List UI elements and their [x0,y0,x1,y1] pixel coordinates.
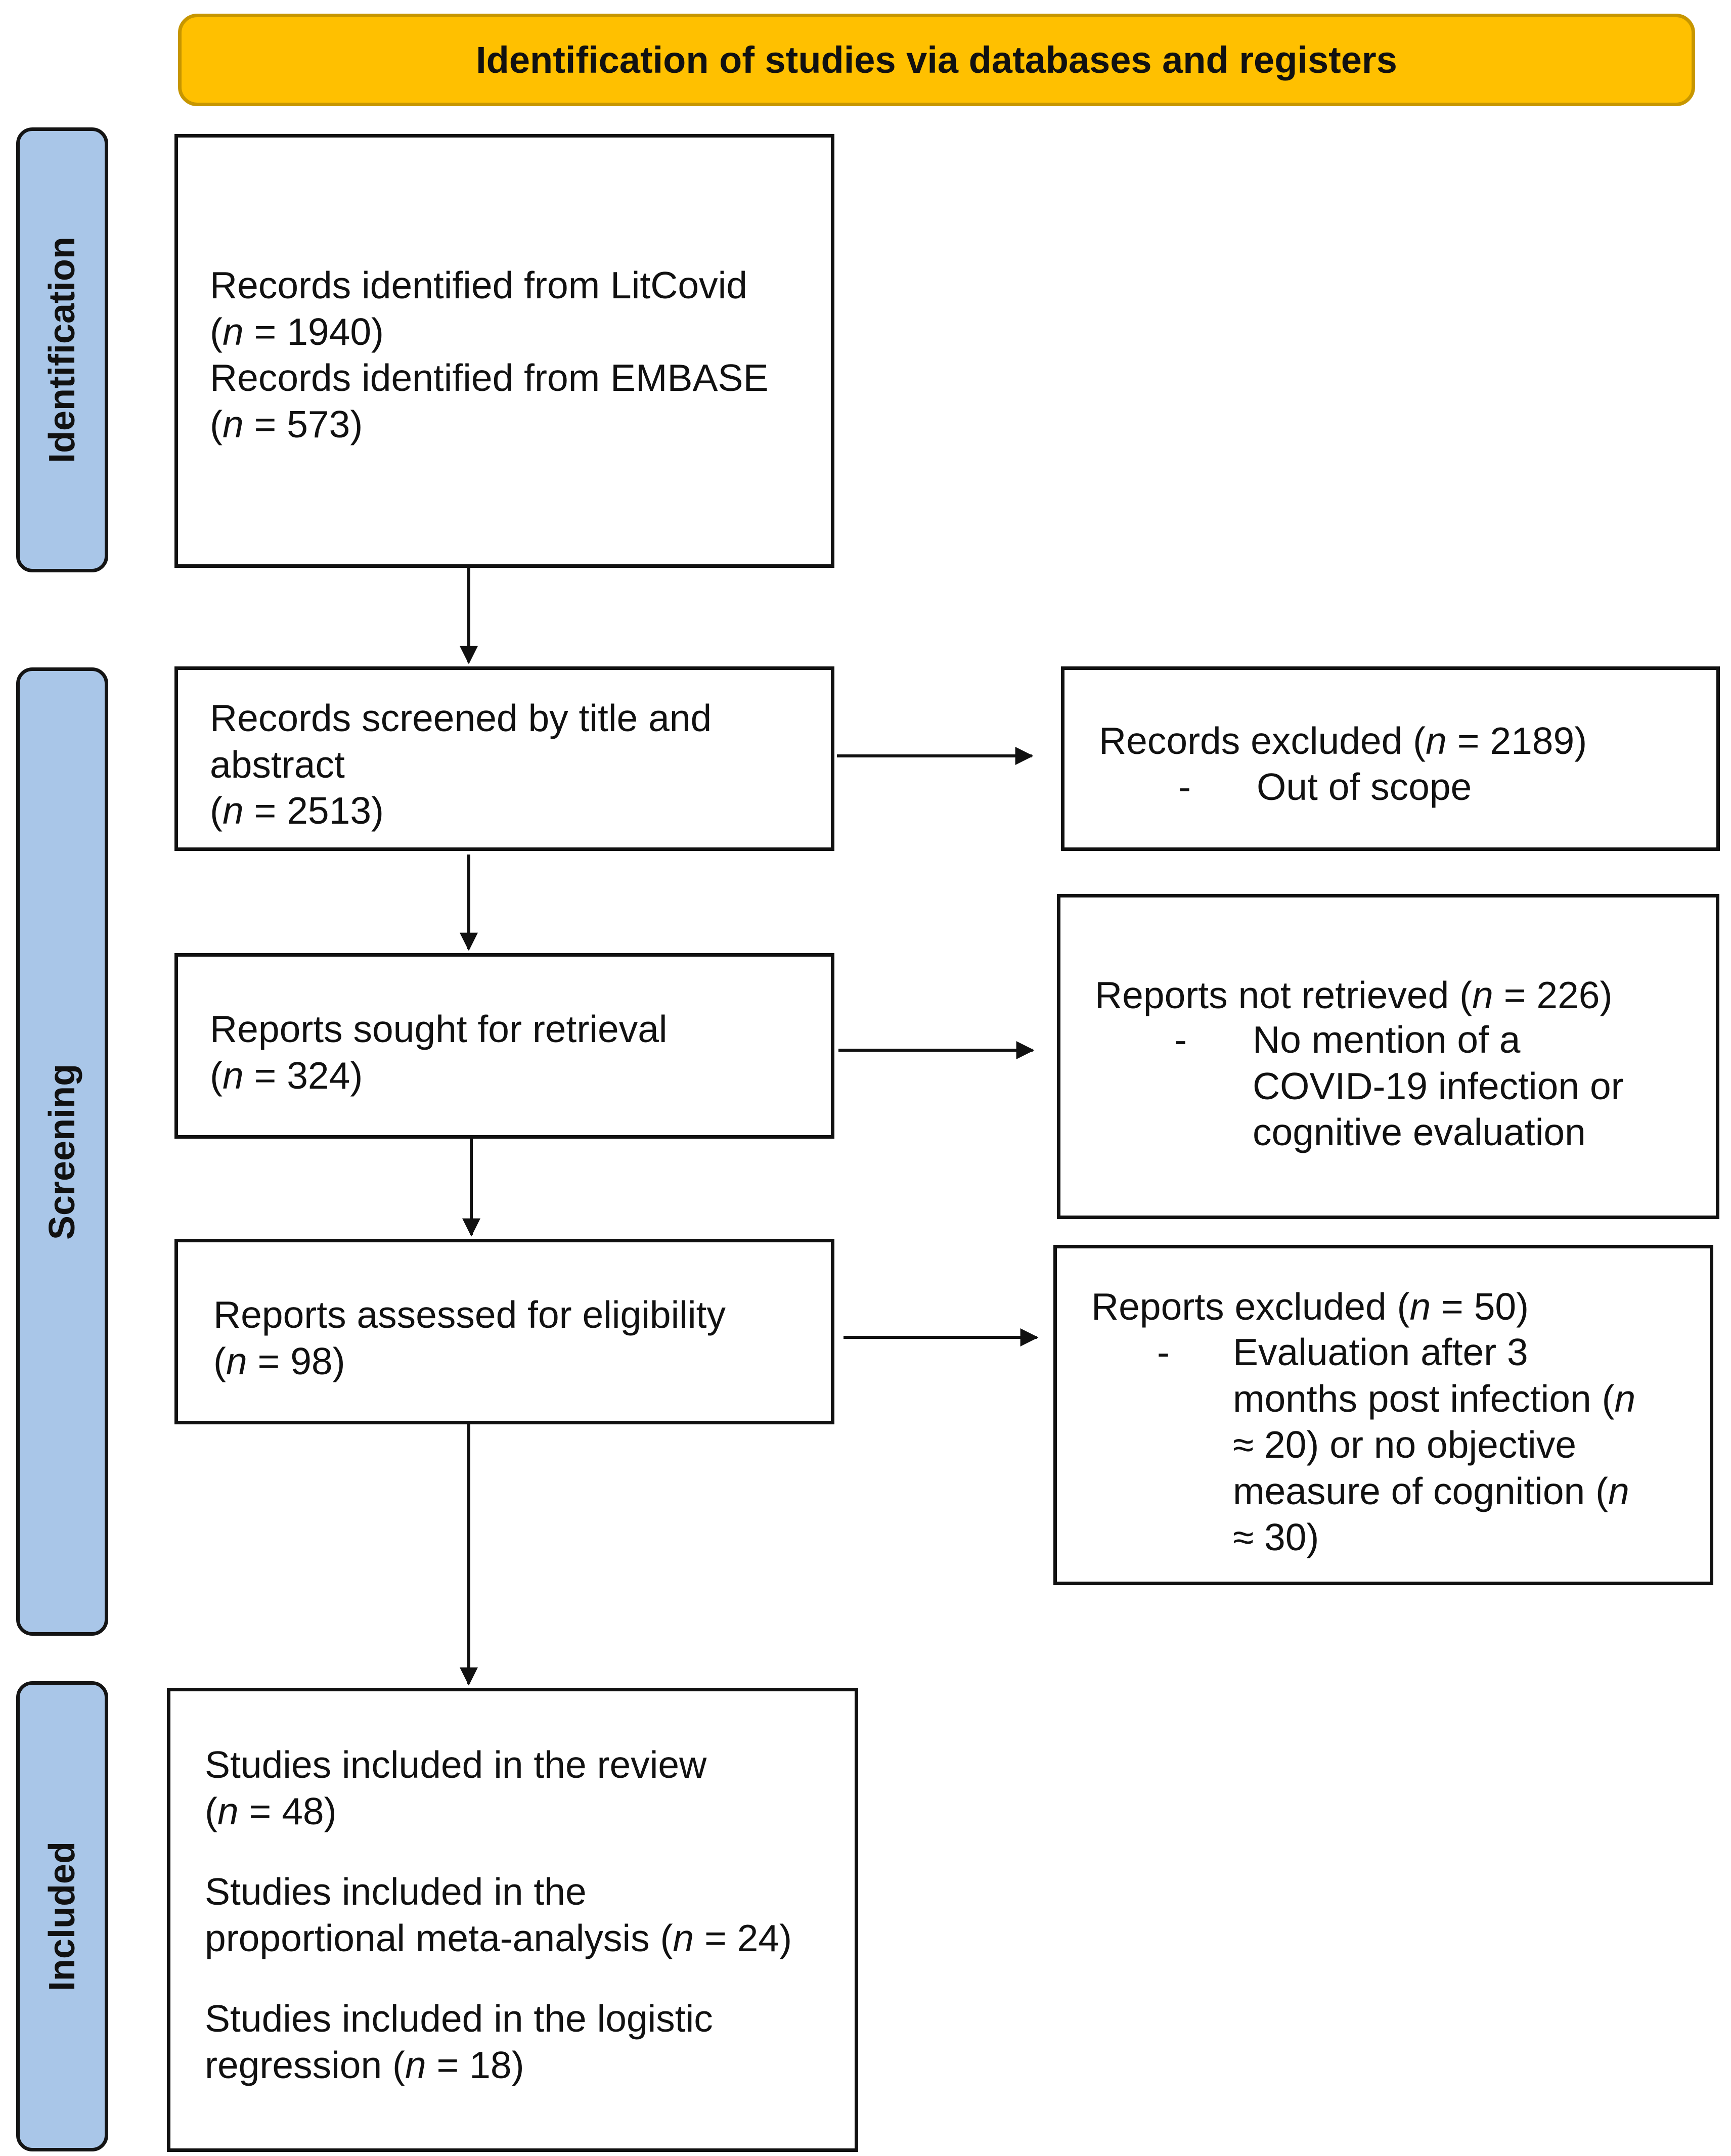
n-symbol: n [673,1916,694,1959]
reports-excluded-line2: months post infection ( [1233,1377,1615,1420]
logistic-count: 18 [469,2043,512,2086]
n-symbol: n [1608,1469,1629,1512]
box-records-screened: Records screened by title and abstract (… [174,666,834,851]
phase-screening: Screening [16,667,108,1636]
meta-line2: proportional meta-analysis ( [205,1916,673,1959]
records-excluded-label: Records excluded [1099,720,1403,762]
not-retrieved-label: Reports not retrieved [1095,974,1449,1016]
box-reports-assessed: Reports assessed for eligibility (n = 98… [174,1239,834,1424]
phase-included: Included [16,1681,108,2151]
n-symbol: n [1614,1377,1636,1420]
litcovid-count: 1940 [287,310,372,353]
not-retrieved-count: 226 [1536,974,1600,1016]
not-retrieved-reason-line2: COVID-19 infection or [1253,1064,1624,1107]
logistic-line1: Studies included in the logistic [205,1997,713,2040]
reports-excluded-line4: measure of cognition ( [1233,1469,1609,1512]
n-symbol: n [222,789,244,832]
n-symbol: n [226,1339,247,1382]
records-excluded-bullet: - [1178,766,1191,808]
not-retrieved-reason-line1: No mention of a [1253,1018,1521,1061]
header-banner: Identification of studies via databases … [178,14,1695,106]
screened-line2: abstract [210,743,345,786]
not-retrieved-bullet: - [1174,1018,1187,1061]
n-symbol: n [405,2043,426,2086]
assessed-count: 98 [290,1339,333,1382]
n-symbol: n [1409,1285,1431,1328]
assessed-label: Reports assessed for eligibility [213,1293,726,1336]
n-symbol: n [222,310,244,353]
reports-excluded-line5: ≈ 30) [1233,1516,1319,1558]
n-symbol: n [217,1789,239,1832]
box-records-identified: Records identified from LitCovid (n = 19… [174,134,834,568]
records-excluded-count: 2189 [1490,720,1575,762]
phase-identification: Identification [16,127,108,572]
records-excluded-reason: Out of scope [1257,766,1472,808]
n-symbol: n [1472,974,1493,1016]
screened-count: 2513 [287,789,372,832]
box-reports-excluded: Reports excluded (n = 50) - Evaluation a… [1053,1245,1713,1585]
reports-excluded-label: Reports excluded [1091,1285,1387,1328]
header-title: Identification of studies via databases … [476,39,1397,81]
reports-excluded-line1: Evaluation after 3 [1233,1331,1528,1373]
review-label: Studies included in the review [205,1743,707,1786]
reports-excluded-line3: ≈ 20) or no objective [1233,1423,1577,1466]
meta-line1: Studies included in the [205,1870,587,1913]
box-reports-not-retrieved: Reports not retrieved (n = 226) - No men… [1057,894,1719,1219]
litcovid-label: Records identified from LitCovid [210,264,747,306]
review-count: 48 [282,1789,324,1832]
sought-count: 324 [287,1054,350,1097]
meta-count: 24 [737,1916,780,1959]
n-symbol: n [222,1054,244,1097]
embase-count: 573 [287,402,350,445]
screened-line1: Records screened by title and [210,697,712,739]
box-reports-sought: Reports sought for retrieval (n = 324) [174,953,834,1139]
sought-label: Reports sought for retrieval [210,1008,668,1050]
reports-excluded-bullet: - [1157,1331,1170,1373]
logistic-line2: regression ( [205,2043,405,2086]
reports-excluded-count: 50 [1474,1285,1517,1328]
embase-label: Records identified from EMBASE [210,356,769,399]
n-symbol: n [222,402,244,445]
n-symbol: n [1426,720,1447,762]
not-retrieved-reason-line3: cognitive evaluation [1253,1111,1586,1153]
box-studies-included: Studies included in the review (n = 48) … [167,1688,858,2152]
box-records-excluded: Records excluded (n = 2189) - Out of sco… [1061,666,1720,851]
